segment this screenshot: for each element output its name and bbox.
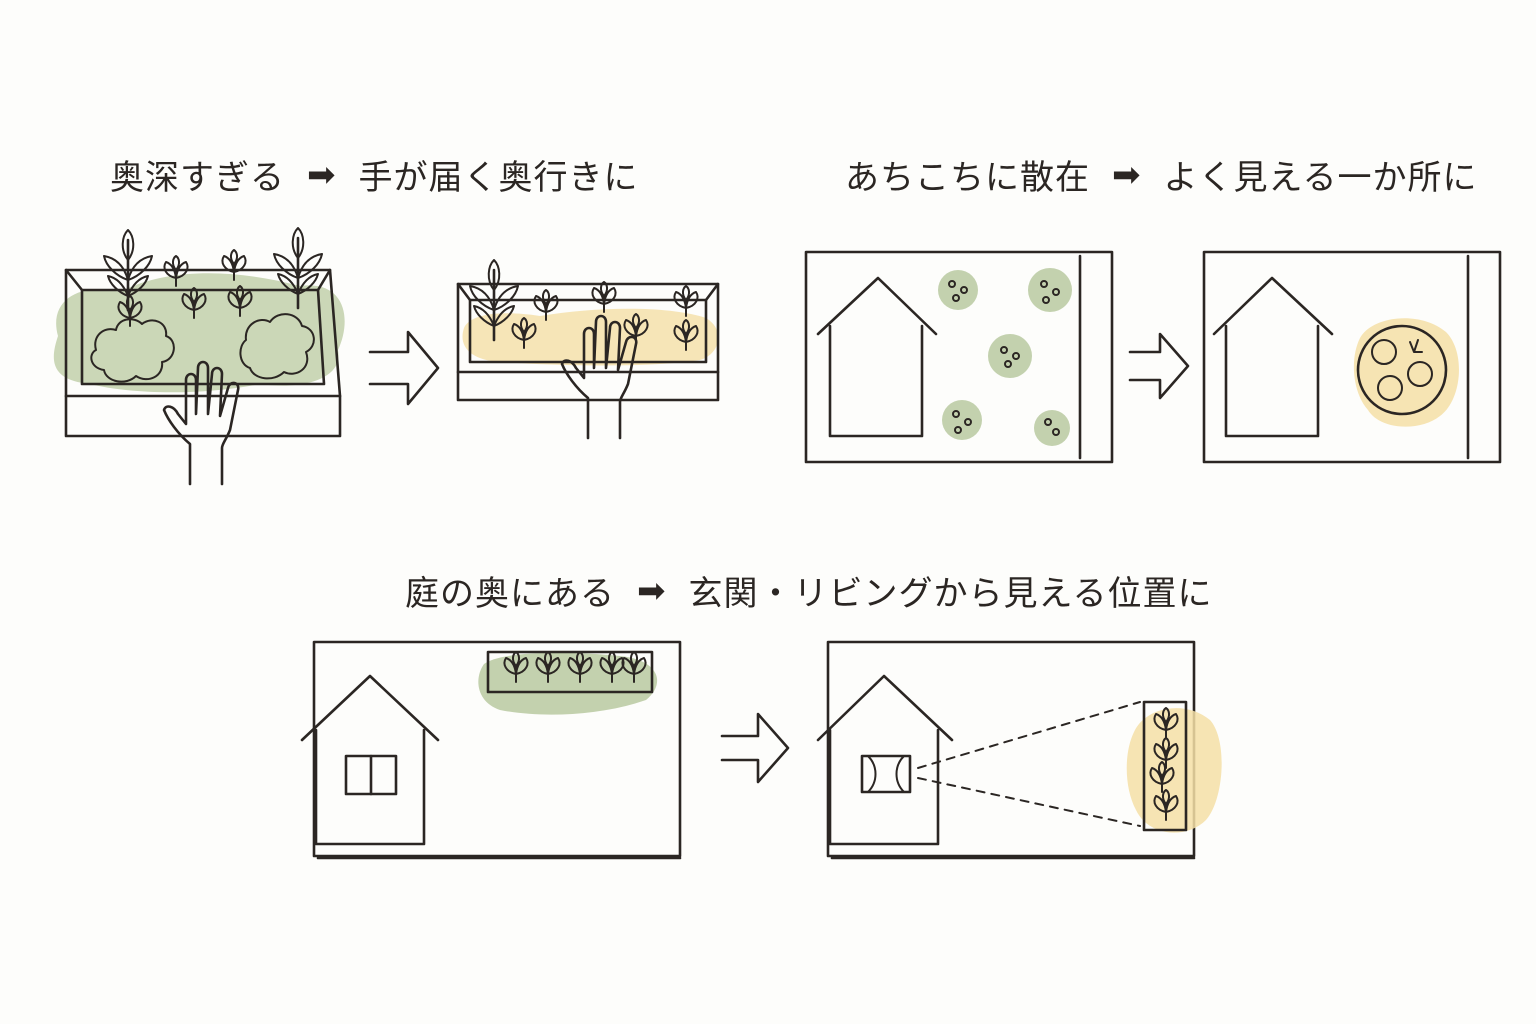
- house-icon: [300, 674, 440, 846]
- sightline: [917, 701, 1141, 827]
- caption-depth: 奥深すぎる ➡ 手が届く奥行きに: [110, 150, 639, 199]
- caption-scatter: あちこちに散在 ➡ よく見える一か所に: [845, 150, 1477, 199]
- plant-bed-visible: [1142, 700, 1188, 832]
- house-icon: [1212, 276, 1334, 438]
- arrow-scatter: [1128, 332, 1190, 400]
- arrow-icon: ➡: [637, 570, 667, 611]
- caption-depth-before: 奥深すぎる: [110, 158, 285, 198]
- arrow-icon: ➡: [307, 154, 337, 195]
- panel-scatter-after: [1202, 250, 1502, 464]
- caption-location-after: 玄関・リビングから見える位置に: [688, 574, 1213, 614]
- caption-depth-after: 手が届く奥行きに: [358, 158, 639, 198]
- plant-bed-cluster: [1356, 324, 1448, 416]
- plant-icon: [1371, 339, 1433, 401]
- panel-depth-after: [456, 258, 720, 440]
- panel-depth-before: [53, 226, 345, 486]
- house-icon: [816, 674, 954, 846]
- panel-location-after: [816, 640, 1222, 860]
- arrow-depth: [368, 330, 440, 406]
- caption-scatter-after: よく見える一か所に: [1163, 158, 1478, 198]
- caption-location: 庭の奥にある ➡ 玄関・リビングから見える位置に: [405, 566, 1212, 615]
- plant-bed-far: [486, 650, 654, 694]
- panel-scatter-before: [804, 250, 1114, 464]
- house-icon: [816, 276, 938, 438]
- caption-scatter-before: あちこちに散在: [845, 158, 1090, 198]
- arrow-location: [720, 712, 790, 784]
- panel-location-before: [300, 640, 682, 860]
- window-icon: [344, 754, 398, 796]
- window-icon: [860, 754, 912, 794]
- arrow-icon: ➡: [1112, 154, 1142, 195]
- caption-location-before: 庭の奥にある: [405, 574, 615, 614]
- scattered-plants: [938, 268, 1072, 446]
